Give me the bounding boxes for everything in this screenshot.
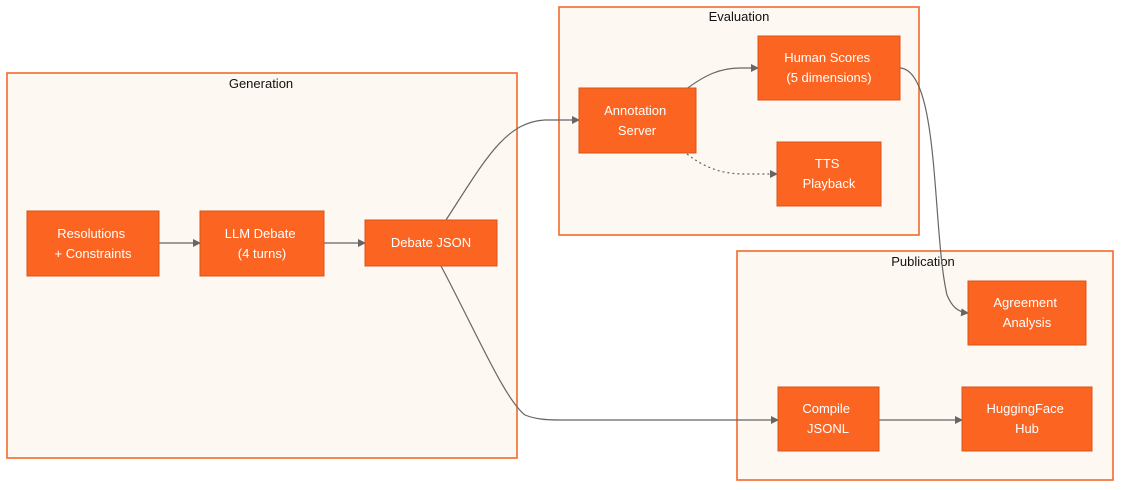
node-huggingface-hub-label: HuggingFace Hub: [987, 401, 1068, 436]
edge-human-scores-to-agreement-analysis: [899, 67, 969, 317]
node-annotation-server-label: Annotation Server: [604, 103, 670, 138]
node-annotation-server-line-1: Annotation: [604, 103, 666, 118]
node-tts-playback-line-2: Playback: [803, 176, 856, 191]
edge-annotation-server-to-human-scores: [684, 64, 759, 91]
node-annotation-server-line-2: Server: [618, 123, 657, 138]
node-llm-debate-line-1: LLM Debate: [225, 226, 296, 241]
node-resolutions-label: Resolutions + Constraints: [55, 226, 132, 261]
cluster-evaluation-title: Evaluation: [709, 9, 770, 24]
node-debate-json[interactable]: Debate JSON: [364, 219, 498, 267]
node-huggingface-hub-box: [961, 386, 1093, 452]
node-compile-jsonl-line-2: JSONL: [807, 421, 849, 436]
node-human-scores-label: Human Scores (5 dimensions): [784, 50, 874, 85]
node-annotation-server-box: [578, 87, 697, 154]
node-llm-debate-line-2: (4 turns): [238, 246, 286, 261]
node-llm-debate-box: [199, 210, 325, 277]
node-agreement-analysis[interactable]: Agreement Analysis: [967, 280, 1087, 346]
node-annotation-server[interactable]: Annotation Server: [578, 87, 697, 154]
node-compile-jsonl-line-1: Compile: [802, 401, 850, 416]
edge-debate-json-to-compile-jsonl: [440, 265, 779, 424]
node-resolutions-box: [26, 210, 160, 277]
node-resolutions-line-1: Resolutions: [57, 226, 125, 241]
node-huggingface-hub-line-2: Hub: [1015, 421, 1039, 436]
node-human-scores-box: [757, 35, 901, 101]
edge-debate-json-to-annotation-server: [445, 116, 580, 221]
node-resolutions[interactable]: Resolutions + Constraints: [26, 210, 160, 277]
node-debate-json-line-1: Debate JSON: [391, 235, 471, 250]
node-tts-playback-label: TTS Playback: [803, 156, 856, 191]
node-huggingface-hub-line-1: HuggingFace: [987, 401, 1064, 416]
node-agreement-analysis-line-2: Analysis: [1003, 315, 1052, 330]
node-llm-debate-label: LLM Debate (4 turns): [225, 226, 299, 261]
cluster-publication-title: Publication: [891, 254, 955, 269]
node-human-scores[interactable]: Human Scores (5 dimensions): [757, 35, 901, 101]
node-compile-jsonl-label: Compile JSONL: [802, 401, 853, 436]
node-debate-json-box: [364, 219, 498, 267]
edges: [159, 64, 969, 424]
node-tts-playback-line-1: TTS: [815, 156, 840, 171]
node-compile-jsonl[interactable]: Compile JSONL: [777, 386, 880, 452]
node-tts-playback[interactable]: TTS Playback: [776, 141, 882, 207]
node-human-scores-line-2: (5 dimensions): [786, 70, 871, 85]
node-debate-json-label: Debate JSON: [391, 235, 471, 250]
cluster-generation-title: Generation: [229, 76, 293, 91]
node-huggingface-hub[interactable]: HuggingFace Hub: [961, 386, 1093, 452]
node-llm-debate[interactable]: LLM Debate (4 turns): [199, 210, 325, 277]
node-agreement-analysis-line-1: Agreement: [993, 295, 1057, 310]
node-resolutions-line-2: + Constraints: [55, 246, 132, 261]
node-human-scores-line-1: Human Scores: [784, 50, 870, 65]
node-agreement-analysis-box: [967, 280, 1087, 346]
node-compile-jsonl-box: [777, 386, 880, 452]
node-agreement-analysis-label: Agreement Analysis: [993, 295, 1060, 330]
node-tts-playback-box: [776, 141, 882, 207]
edge-annotation-server-to-tts-playback: [686, 153, 778, 178]
